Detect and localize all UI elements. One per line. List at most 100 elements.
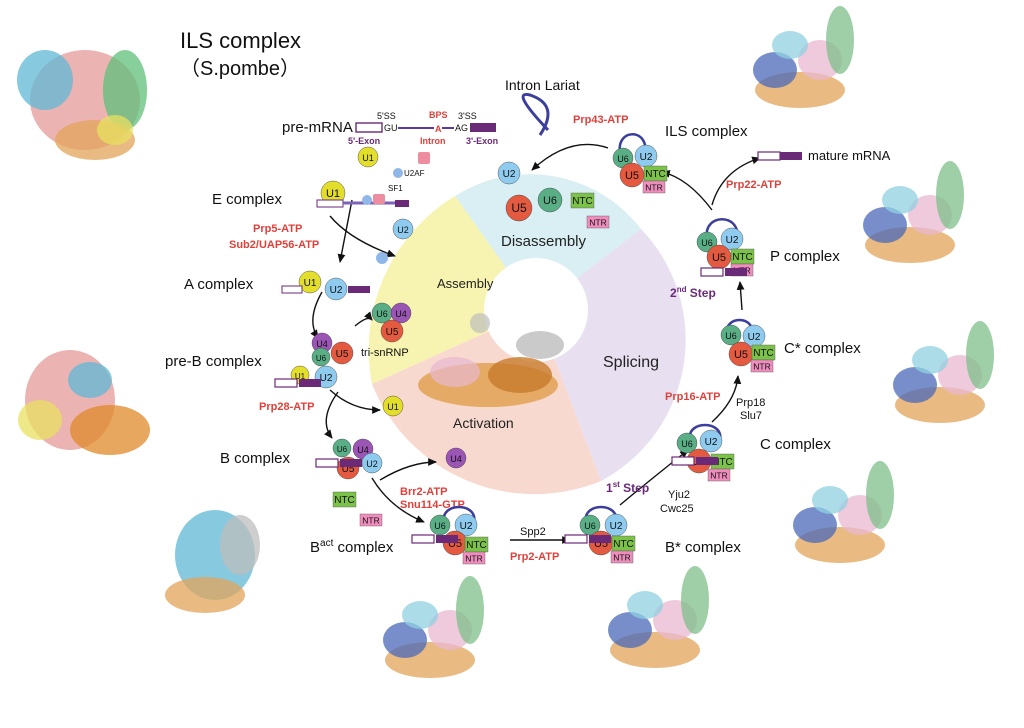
stage-label-b-star: B* complex bbox=[665, 539, 741, 556]
p-u6: U6 bbox=[696, 231, 718, 253]
factor-spp2: Spp2 bbox=[520, 526, 546, 538]
bps-label: BPS bbox=[429, 110, 448, 120]
svg-text:U5: U5 bbox=[625, 170, 639, 182]
dis-u6: U6 bbox=[537, 187, 563, 213]
factor-slu7: Slu7 bbox=[740, 410, 762, 422]
svg-text:U1: U1 bbox=[387, 402, 399, 412]
free-intron-lariat bbox=[521, 92, 550, 136]
exon3-box bbox=[470, 123, 496, 132]
factor-cwc25: Cwc25 bbox=[660, 503, 694, 515]
c-u2: U2 bbox=[699, 429, 723, 453]
c-structure bbox=[793, 461, 894, 563]
stage-label-bact: Bact complex bbox=[310, 538, 394, 556]
ntr-tag: NTR bbox=[462, 551, 486, 565]
a-u1: U1 bbox=[298, 270, 322, 294]
released-sf1 bbox=[376, 252, 388, 264]
e-exon5 bbox=[316, 199, 344, 208]
stage-label-p: P complex bbox=[770, 248, 840, 265]
sector-disassembly bbox=[455, 174, 641, 310]
ils-u2: U2 bbox=[634, 144, 658, 168]
svg-text:U6: U6 bbox=[584, 521, 596, 531]
ntr-tag: NTR bbox=[750, 359, 774, 373]
ag-label: AG bbox=[455, 123, 468, 133]
svg-text:U2: U2 bbox=[640, 152, 653, 163]
svg-text:NTR: NTR bbox=[362, 516, 379, 526]
svg-text:U2: U2 bbox=[397, 225, 409, 235]
svg-text:U5: U5 bbox=[336, 349, 349, 360]
tri-u6: U6 bbox=[371, 302, 393, 324]
svg-text:U5: U5 bbox=[386, 327, 399, 338]
sector-label-assembly: Assembly bbox=[437, 276, 494, 291]
factor-prp2: Prp2-ATP bbox=[510, 551, 559, 563]
factor-prp5: Prp5-ATP bbox=[253, 223, 302, 235]
svg-text:U6: U6 bbox=[376, 309, 388, 319]
svg-text:U1: U1 bbox=[295, 372, 306, 381]
mature-exon3 bbox=[780, 152, 802, 160]
tri-u4: U4 bbox=[390, 302, 412, 324]
bstar-structure bbox=[608, 566, 709, 668]
e-sf1 bbox=[362, 195, 372, 205]
svg-text:U5: U5 bbox=[712, 252, 726, 264]
p-u2: U2 bbox=[720, 227, 744, 251]
factor-prp43: Prp43-ATP bbox=[573, 114, 628, 126]
stage-label-b: B complex bbox=[220, 450, 291, 467]
svg-text:U1: U1 bbox=[326, 188, 340, 200]
bact-structure bbox=[383, 576, 484, 678]
ss5-label: 5'SS bbox=[377, 111, 396, 121]
sector-label-disassembly: Disassembly bbox=[501, 233, 587, 250]
svg-text:U1: U1 bbox=[304, 278, 317, 289]
step-labels: 1st Step 2nd Step bbox=[606, 285, 716, 495]
a-u2: U2 bbox=[324, 277, 348, 301]
svg-text:U6: U6 bbox=[434, 521, 446, 531]
factor-yju2: Yju2 bbox=[668, 489, 690, 501]
preb-mrna bbox=[274, 378, 321, 388]
p-structure bbox=[863, 161, 964, 263]
svg-text:U6: U6 bbox=[543, 195, 557, 207]
bact-u2: U2 bbox=[454, 513, 478, 537]
svg-text:NTR: NTR bbox=[613, 553, 630, 563]
svg-text:U2: U2 bbox=[705, 437, 718, 448]
cofactor-labels: Spp2 Yju2 Cwc25 Prp18 Slu7 bbox=[520, 397, 765, 538]
svg-text:U2: U2 bbox=[748, 332, 761, 343]
factor-prp16: Prp16-ATP bbox=[665, 391, 720, 403]
pie-hole bbox=[484, 258, 588, 362]
cstar-structure bbox=[893, 321, 994, 423]
ntr-tag: NTR bbox=[642, 180, 666, 194]
stage-label-c-star: C* complex bbox=[784, 340, 861, 357]
sector-assembly bbox=[368, 196, 536, 384]
sector-label-splicing: Splicing bbox=[603, 354, 659, 371]
svg-text:U4: U4 bbox=[316, 339, 328, 349]
bstar-u2: U2 bbox=[604, 513, 628, 537]
ntc-tag: NTC bbox=[730, 248, 755, 265]
cstar-u5: U5 bbox=[728, 341, 754, 367]
svg-text:U6: U6 bbox=[337, 445, 348, 454]
title-block: ILS complex （S.pombe） bbox=[180, 28, 301, 80]
ntr-tag: NTR bbox=[359, 513, 383, 527]
intron-label: Intron bbox=[420, 136, 446, 146]
svg-text:U2: U2 bbox=[610, 521, 623, 532]
e-u1: U1 bbox=[320, 180, 346, 206]
svg-text:U6: U6 bbox=[316, 354, 327, 363]
ils-right-structure bbox=[753, 6, 854, 108]
mature-exon5 bbox=[757, 151, 781, 161]
ntc-tag: NTC bbox=[751, 344, 776, 361]
svg-text:NTC: NTC bbox=[613, 539, 634, 550]
svg-text:NTC: NTC bbox=[732, 252, 753, 263]
sector-label-activation: Activation bbox=[453, 415, 514, 431]
stage-label-a: A complex bbox=[184, 276, 254, 293]
svg-text:NTC: NTC bbox=[645, 169, 666, 180]
svg-text:NTC: NTC bbox=[466, 540, 487, 551]
ss3-label: 3'SS bbox=[458, 111, 477, 121]
released-u1: U1 bbox=[382, 395, 404, 417]
ntc-tag: NTC bbox=[570, 192, 595, 209]
preb-u5: U5 bbox=[330, 341, 354, 365]
factor-labels: Prp5-ATP Sub2/UAP56-ATP Prp28-ATP Brr2-A… bbox=[229, 114, 781, 563]
free-u2-assembly: U2 bbox=[392, 218, 414, 240]
factor-brr2: Brr2-ATP bbox=[400, 486, 447, 498]
svg-text:U4: U4 bbox=[450, 454, 462, 464]
ils-structure bbox=[17, 50, 147, 160]
e-u2af bbox=[373, 194, 385, 204]
